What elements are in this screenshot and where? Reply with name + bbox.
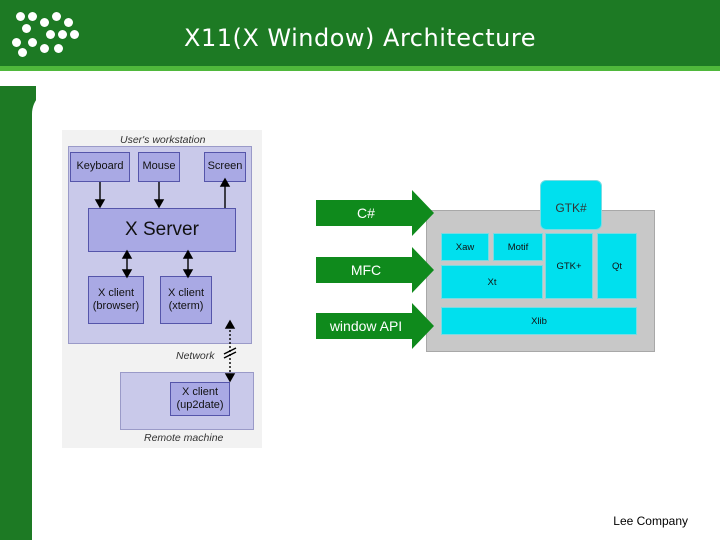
mfc-arrow-label: MFC: [350, 262, 382, 278]
xlib-box: Xlib: [441, 307, 637, 335]
csharp-arrow-icon: [316, 190, 434, 236]
toolkit-stack: Xaw Motif Xt GTK+ Qt Xlib: [426, 210, 655, 352]
motif-box: Motif: [493, 233, 543, 261]
mfc-arrow-icon: [316, 247, 434, 293]
header-underline: [0, 66, 720, 71]
workstation-caption: User's workstation: [120, 134, 206, 146]
x-server-box: X Server: [88, 208, 236, 252]
gtk-plus-box: GTK+: [545, 233, 593, 299]
csharp-arrow-label: C#: [357, 205, 375, 221]
gtk-sharp-box: GTK#: [540, 180, 602, 230]
window-api-arrow-icon: [316, 303, 434, 349]
xaw-box: Xaw: [441, 233, 489, 261]
dots-logo-icon: [10, 6, 82, 58]
x-client-up2date-box: X client (up2date): [170, 382, 230, 416]
workstation-arrows: [94, 177, 237, 383]
network-label: Network: [176, 350, 215, 362]
keyboard-box: Keyboard: [70, 152, 130, 182]
x-client-xterm-box: X client (xterm): [160, 276, 212, 324]
window-api-arrow-label: window API: [329, 318, 403, 334]
slide-title: X11(X Window) Architecture: [184, 24, 536, 52]
xt-box: Xt: [441, 265, 543, 299]
left-sidebar-band: [0, 86, 36, 540]
workstation-diagram: User's workstation Keyboard Mouse Screen…: [62, 130, 262, 448]
remote-machine-caption: Remote machine: [144, 432, 224, 444]
x-client-browser-box: X client (browser): [88, 276, 144, 324]
slide-header: [0, 0, 720, 66]
mouse-box: Mouse: [138, 152, 180, 182]
qt-box: Qt: [597, 233, 637, 299]
footer-company: Lee Company: [613, 514, 688, 528]
